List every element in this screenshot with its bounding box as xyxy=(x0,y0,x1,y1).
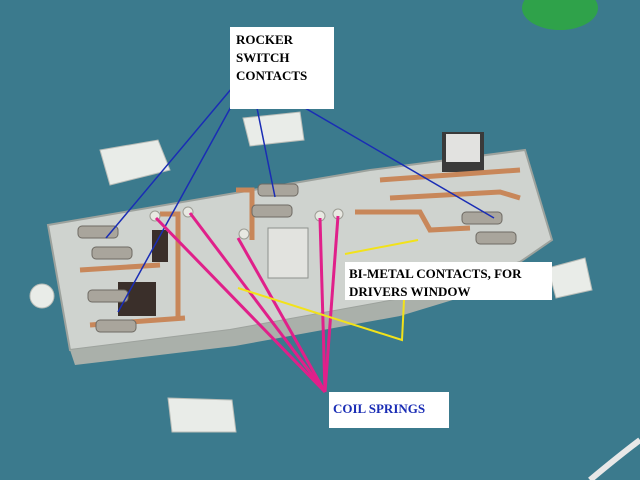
coil-springs-label: COIL SPRINGS xyxy=(329,392,449,428)
coil-label-text: COIL SPRINGS xyxy=(333,401,426,416)
coil-spring-caps xyxy=(149,206,344,240)
white-cord xyxy=(588,437,640,480)
green-object xyxy=(522,0,598,30)
rocker-label-line-3: CONTACTS xyxy=(236,68,308,83)
rocker-label-line-1: ROCKER xyxy=(236,32,294,47)
pointer-lines-yellow xyxy=(237,239,419,342)
round-clip xyxy=(29,283,55,309)
rocker-switch-contacts-label: ROCKER SWITCH CONTACTS xyxy=(230,27,334,109)
bimetal-label-line-1: BI-METAL CONTACTS, FOR xyxy=(349,266,522,281)
rocker-label-line-2: SWITCH xyxy=(236,50,290,65)
switch-housing xyxy=(46,132,554,365)
pointer-lines-blue xyxy=(105,87,495,313)
loose-connector-bottom xyxy=(167,397,237,433)
loose-connector-top xyxy=(242,111,305,147)
copper-traces xyxy=(79,167,521,328)
contact-tabs xyxy=(77,183,517,333)
pointer-lines-pink xyxy=(154,212,340,394)
loose-connector-left xyxy=(99,139,171,186)
bimetal-contacts-label: BI-METAL CONTACTS, FOR DRIVERS WINDOW xyxy=(345,262,552,300)
loose-connector-right xyxy=(547,257,593,299)
bimetal-label-line-2: DRIVERS WINDOW xyxy=(349,284,471,299)
